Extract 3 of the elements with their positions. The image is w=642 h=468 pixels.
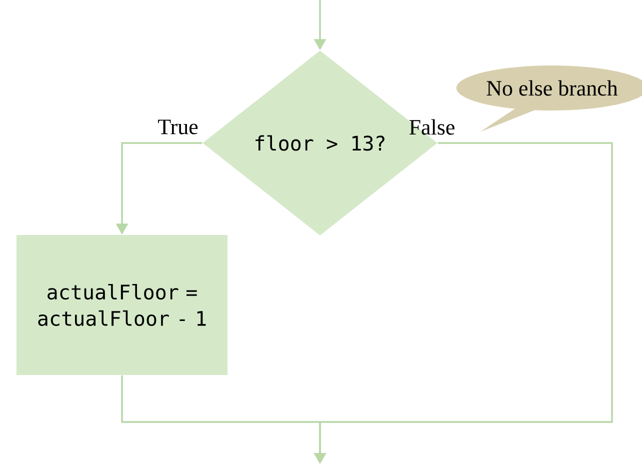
process-box: actualFloor = actualFloor - 1 <box>16 235 228 375</box>
edge-label: True <box>158 120 198 134</box>
speech-bubble: No else branch <box>456 66 642 132</box>
